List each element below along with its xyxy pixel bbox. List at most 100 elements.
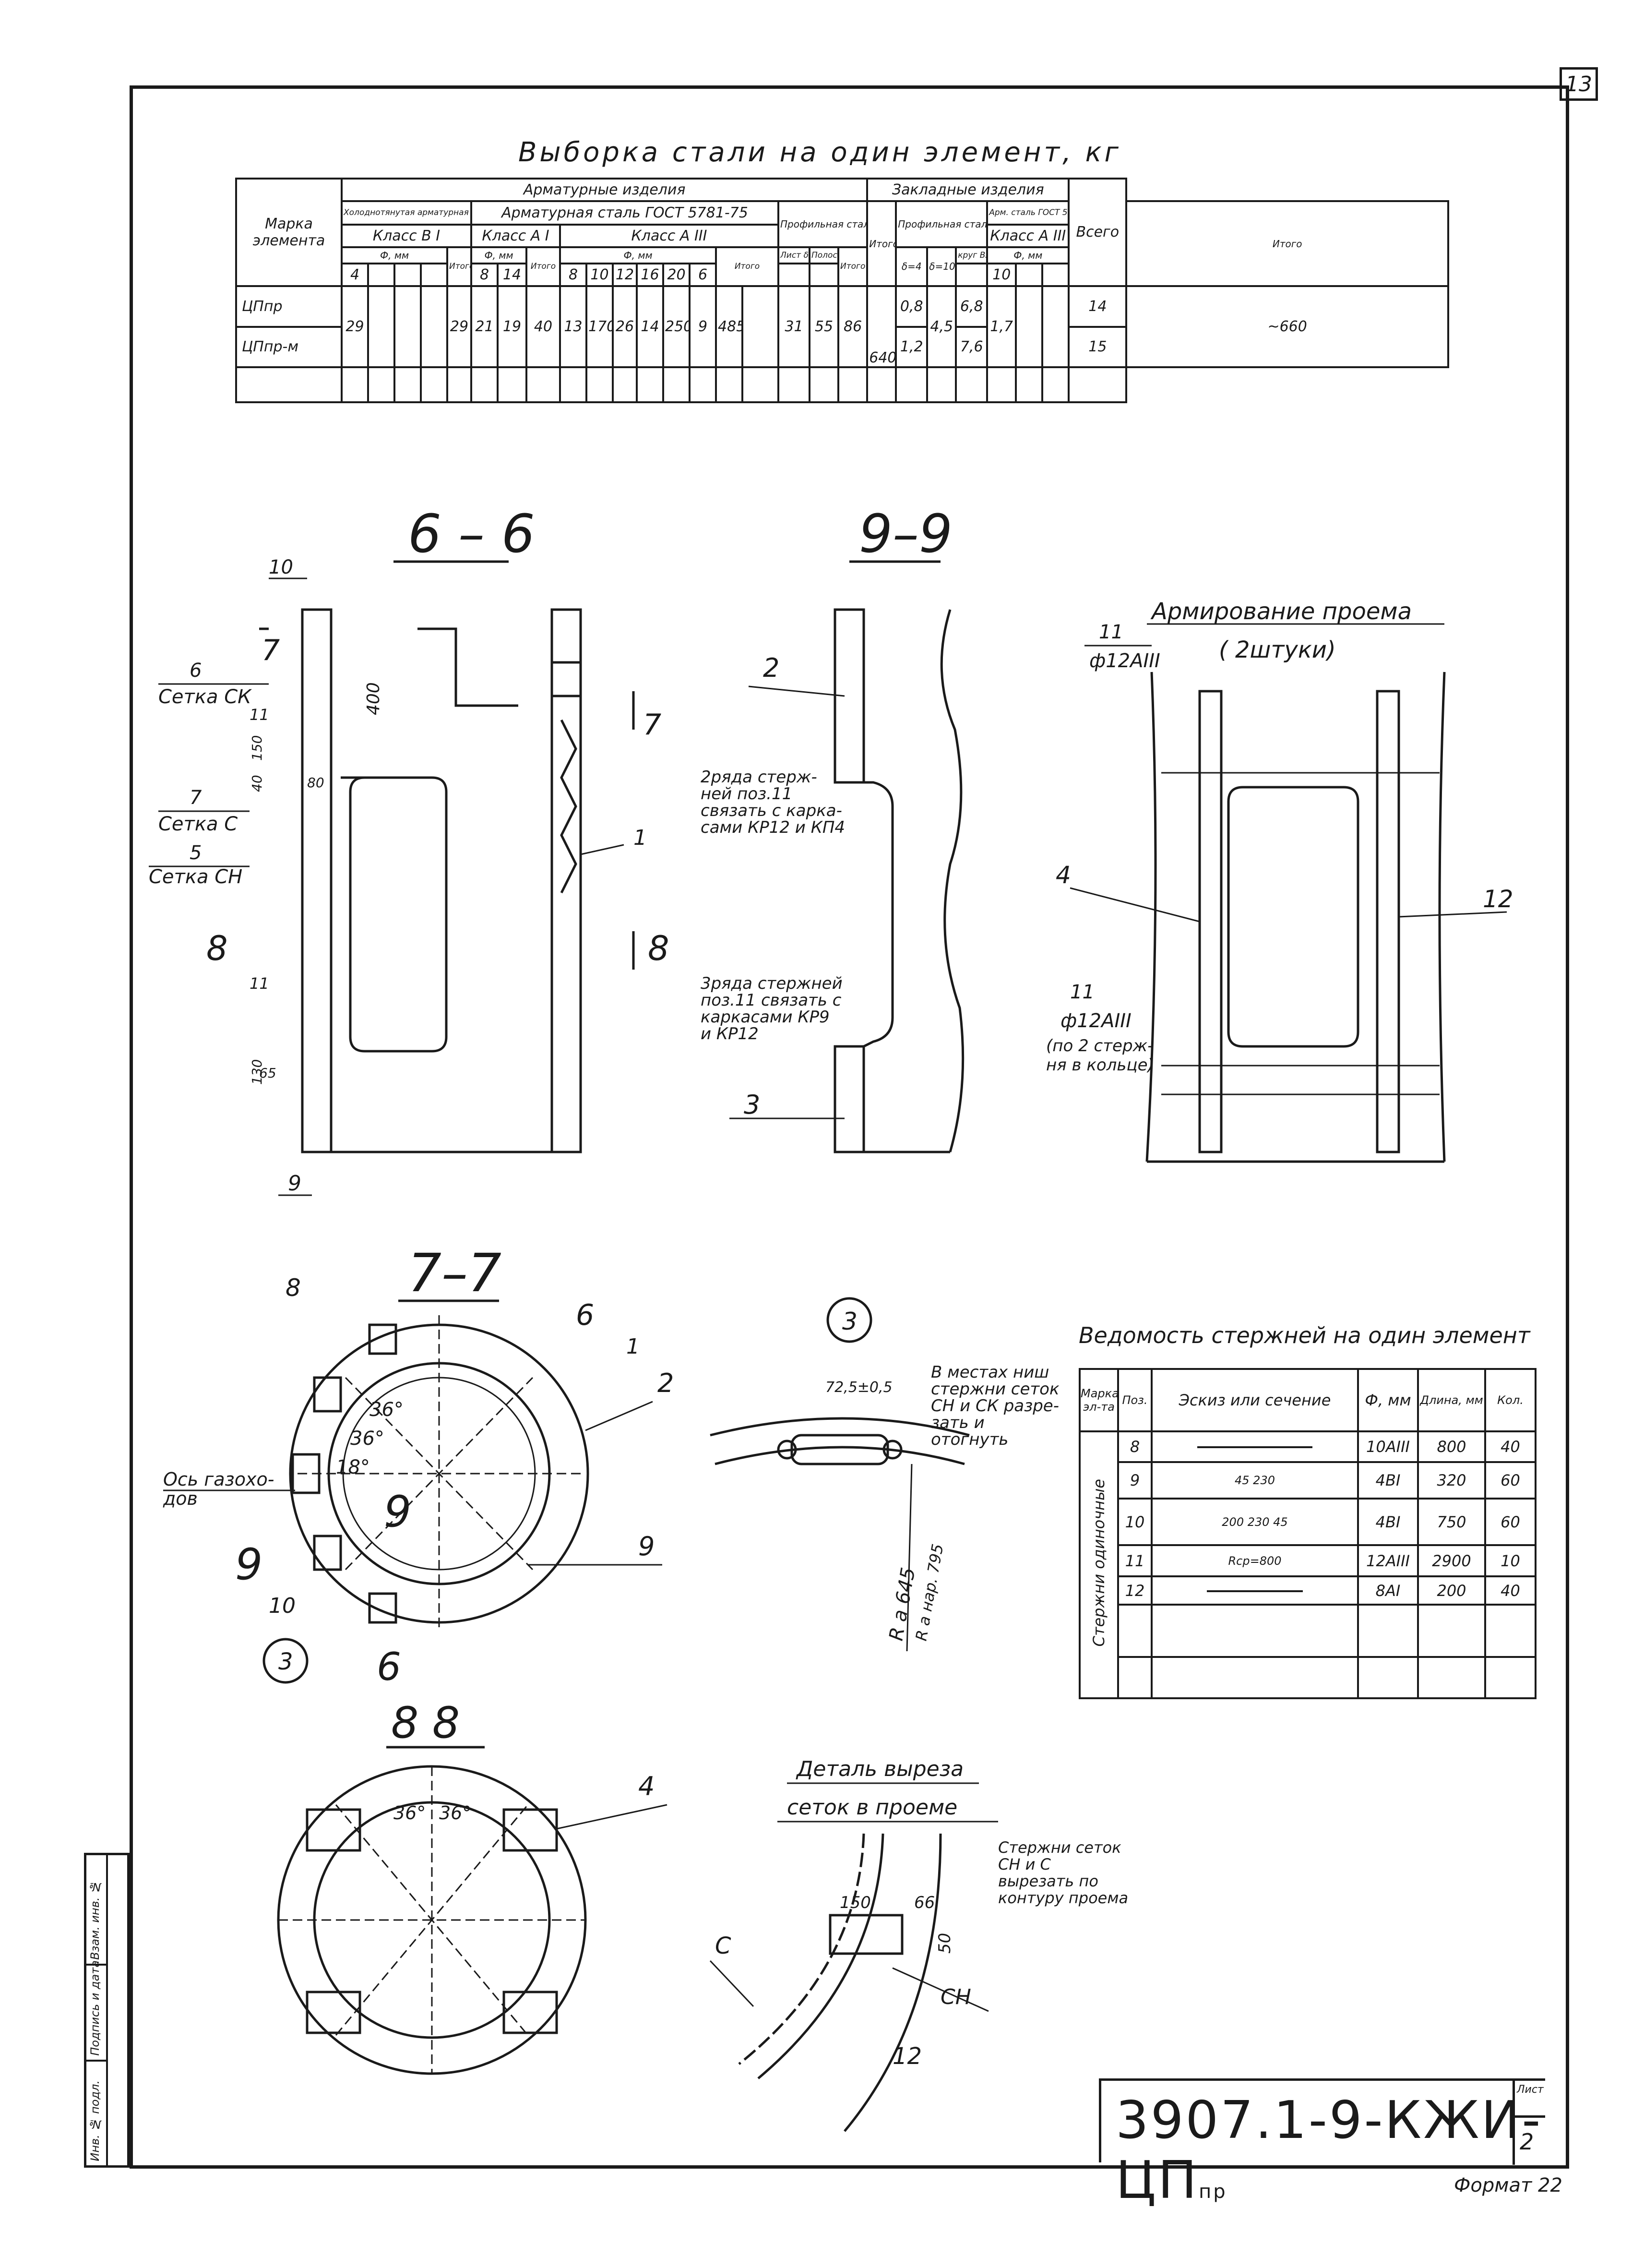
rod-pos: 9 — [1117, 1461, 1153, 1500]
opening-pos-11b: 11 — [1070, 981, 1095, 1003]
rods-table: Марка эл-та Поз. Эскиз или сечение Ф, мм… — [1079, 1368, 1537, 1700]
s66-setka-ck: Сетка СК — [158, 686, 252, 708]
section-6-6-title: 6 – 6 — [408, 503, 535, 564]
emb-head-a3-10: 10 — [986, 262, 1017, 287]
s99-pos-2: 2 — [763, 653, 779, 683]
rods-group: Стержни одиночные — [1079, 1430, 1119, 1700]
d-a3-6: 6 — [689, 262, 717, 287]
s99-note1-line2: ней поз.11 — [701, 784, 792, 804]
val-arm-total: 640 — [866, 285, 897, 369]
row-mark-1: ЦПпр — [235, 285, 343, 328]
s77-cut-9-right: 9 — [384, 1487, 411, 1537]
detail-subtitle: сеток в проеме — [787, 1795, 957, 1820]
s77-pos-1: 1 — [626, 1334, 640, 1359]
opening-pos-4: 4 — [1056, 861, 1071, 889]
val-prof-total: 86 — [837, 285, 869, 369]
cut-8-right: 8 — [648, 929, 669, 968]
s99-note2-line1: 3ряда стержней — [701, 974, 843, 993]
val-b1-total: 29 — [446, 285, 472, 369]
detail-dim-66: 66 — [914, 1893, 935, 1912]
opening-count: ( 2штуки) — [1219, 636, 1336, 663]
rod-phi: 4ВI — [1357, 1498, 1419, 1547]
s99-note1-line1: 2ряда стерж- — [701, 768, 817, 787]
class-a1-header: Класс A I — [470, 223, 561, 248]
s77-axis-2: дов — [163, 1488, 198, 1509]
s66-setka-c: Сетка С — [158, 813, 238, 835]
rods-head-qty: Кол. — [1484, 1368, 1537, 1432]
detail-3-dim: 72,5±0,5 — [825, 1379, 893, 1396]
strip-head: Полоса 10×100 — [809, 246, 839, 264]
rod-sketch — [1151, 1575, 1359, 1606]
s77-cut-6-bottom: 6 — [377, 1644, 401, 1689]
sidebar-cell: Инв. № подл. — [86, 2062, 108, 2165]
col-mark-header: Марка элемента — [235, 178, 343, 287]
rods-table-title: Ведомость стержней на один элемент — [1079, 1322, 1530, 1348]
group-embedded: Закладные изделия — [866, 177, 1070, 203]
rod-phi: 12АIII — [1357, 1544, 1419, 1578]
emb-class-a3-header: Класс А III — [986, 223, 1070, 248]
dim-400: 400 — [364, 682, 383, 715]
opening-title: Армирование проема — [1150, 598, 1412, 625]
col-total-all: Всего — [1068, 178, 1128, 287]
section-8-8-title: 8 8 — [391, 1698, 460, 1748]
d-a3-10: 10 — [585, 262, 614, 287]
emb-head-round: круг В30 — [955, 246, 989, 264]
arm-itogo-header: Итого — [866, 200, 897, 287]
val-emb-round-1: 6,8 — [955, 285, 989, 328]
s66-pos-7: 7 — [190, 787, 202, 809]
rod-qty: 60 — [1484, 1498, 1537, 1547]
val-emb-round-2: 7,6 — [955, 325, 989, 369]
rod-qty: 40 — [1484, 1430, 1537, 1464]
s66-setka-ch: Сетка СН — [149, 866, 242, 888]
a3-itogo: Итого — [715, 246, 779, 287]
val-emb-d4-2: 1,2 — [895, 325, 929, 369]
phi-a1: Ф, мм — [470, 246, 527, 264]
s99-note2-line3: каркасами КР9 — [701, 1008, 830, 1027]
rod-len: 800 — [1417, 1430, 1486, 1464]
rods-head-pos: Поз. — [1117, 1368, 1153, 1432]
sidebar-label: Взам. инв. № — [88, 1880, 102, 1960]
rod-sketch — [1151, 1430, 1359, 1464]
val-emb-total-2: 15 — [1068, 325, 1128, 369]
val-a3-10: 170 — [585, 285, 614, 369]
emb-head-d4: δ=4 — [895, 246, 929, 287]
val-grand-total: ~660 — [1125, 285, 1449, 369]
s66-pos-9: 9 — [288, 1171, 301, 1196]
emb-head-d10: δ=10 — [926, 246, 957, 287]
val-a3-20: 250 — [662, 285, 691, 369]
a1-itogo: Итого — [525, 246, 561, 287]
opening-rebar-2: ф12АIII — [1060, 1010, 1132, 1032]
dim-40: 40 — [249, 775, 265, 792]
val-emb-d4-1: 0,8 — [895, 285, 929, 328]
sidebar-cell: Подпись и дата — [86, 1960, 108, 2062]
sheet-head: Лист δ=14 — [777, 246, 810, 264]
sheet-number: 2 — [1520, 2129, 1534, 2155]
detail-note-2: СН и С — [998, 1855, 1051, 1873]
d3-radius-2: R а нар. 795 — [912, 1542, 947, 1642]
detail-dim-150: 150 — [840, 1893, 871, 1912]
sheet-box: Лист 2 — [1513, 2081, 1545, 2165]
rod-phi: 8АI — [1357, 1575, 1419, 1606]
phi-emb: Ф, мм — [986, 246, 1070, 264]
s77-pos-9: 9 — [638, 1531, 655, 1561]
val-emb-total-1: 14 — [1068, 285, 1128, 328]
rod-pos: 10 — [1117, 1498, 1153, 1547]
detail-3: 3 72,5±0,5 В местах ниш стержни сеток СН… — [710, 1297, 1060, 1652]
rod-pos: 8 — [1117, 1430, 1153, 1464]
rod-phi: 4ВI — [1357, 1461, 1419, 1500]
d3-note-1: В местах ниш — [931, 1363, 1049, 1382]
detail-note-1: Стержни сеток — [998, 1838, 1121, 1857]
cut-8-left: 8 — [206, 929, 228, 968]
cut-7-right: 7 — [643, 708, 661, 742]
opening-note-1: (по 2 стерж- — [1046, 1036, 1153, 1056]
group-armature: Арматурные изделия — [340, 177, 869, 203]
d-a1-8: 8 — [470, 262, 499, 287]
val-a3-total: 485 — [715, 285, 743, 369]
s99-note1-line4: сами КР12 и КП4 — [701, 818, 845, 837]
s66-pos-10: 10 — [269, 556, 293, 578]
d3-note-2: стержни сеток — [931, 1380, 1060, 1399]
opening-pos-12: 12 — [1483, 885, 1513, 913]
s99-note2-line2: поз.11 связать с — [701, 991, 842, 1010]
rods-head-mark: Марка эл-та — [1079, 1368, 1119, 1432]
detail-note-3: вырезать по — [998, 1872, 1098, 1890]
